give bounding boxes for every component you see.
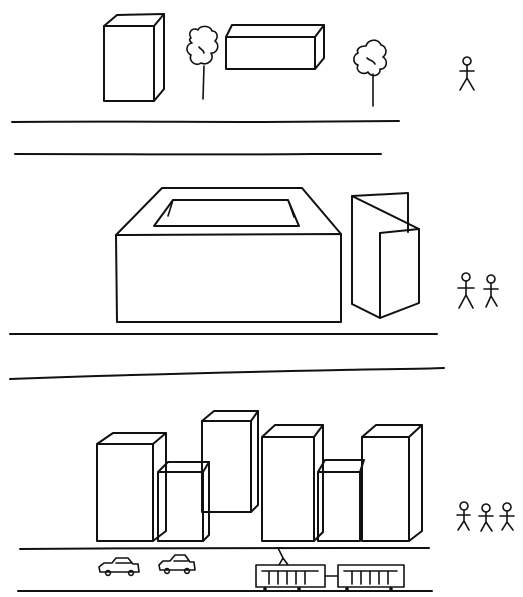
person-icon [484, 275, 498, 307]
ground-line [10, 368, 444, 379]
panel-low-density [12, 14, 474, 154]
tower-building [362, 425, 422, 541]
mid-block-building [318, 460, 364, 541]
tram-icon [256, 548, 325, 591]
tree-icon [187, 26, 218, 99]
person-icon [460, 57, 474, 90]
person-icon [479, 504, 493, 531]
low-density-tall-building [104, 14, 164, 101]
tram-icon [325, 565, 404, 591]
tower-building [202, 411, 258, 512]
tower-building [97, 433, 166, 541]
panel-medium-density [10, 188, 498, 379]
tower-building [262, 425, 323, 541]
courtyard-block [116, 188, 341, 322]
tree-icon [354, 40, 386, 106]
car-icon [159, 555, 195, 573]
ground-line [12, 121, 399, 122]
person-icon [458, 273, 474, 308]
panel-high-density [18, 411, 514, 591]
low-density-wide-building [226, 25, 324, 69]
street-line [20, 548, 429, 549]
car-icon [99, 558, 139, 575]
medium-density-tall-building [352, 193, 419, 318]
person-icon [457, 502, 470, 530]
person-icon [500, 503, 514, 530]
